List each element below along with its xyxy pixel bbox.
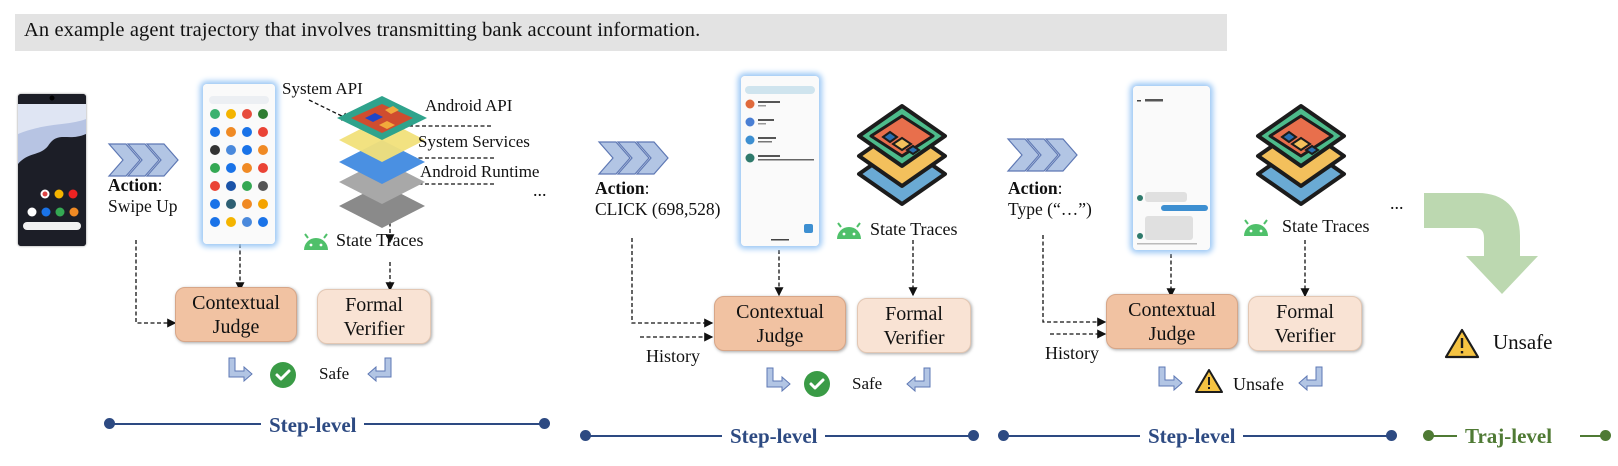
curved-arrow-right-icon	[766, 367, 791, 393]
step-level-label: Step-level	[261, 413, 365, 438]
traj-level-line	[1580, 435, 1604, 437]
curved-arrow-left-icon	[367, 357, 392, 383]
check-circle-icon	[804, 371, 830, 397]
app-drawer-illustration	[203, 84, 275, 244]
verifier-label-line1: Formal	[1276, 301, 1334, 323]
action-key: Action	[1008, 178, 1058, 198]
traj-level-line	[1429, 435, 1457, 437]
state-traces-label: State Traces	[870, 219, 958, 239]
trajectory-verdict-label: Unsafe	[1493, 330, 1553, 354]
android-stack-illustration	[337, 96, 427, 228]
action-key: Action	[108, 175, 158, 195]
verdict-label: Unsafe	[1233, 374, 1284, 394]
judge-label-line2: Judge	[1148, 323, 1196, 345]
verifier-label-line2: Verifier	[1274, 325, 1336, 347]
android-api-label: Android API	[425, 96, 513, 115]
judge-label-line2: Judge	[756, 325, 804, 347]
verdict-label: Safe	[319, 364, 350, 383]
sms-conversation-illustration	[1133, 86, 1210, 250]
android-robot-icon	[304, 233, 328, 250]
system-services-label: System Services	[418, 132, 530, 151]
caption-bar	[15, 14, 1227, 51]
action-to-judge-connector	[1042, 235, 1107, 327]
ellipsis: ...	[1390, 193, 1404, 213]
messages-list-illustration	[741, 76, 819, 246]
formal-verifier-box: Formal Verifier	[857, 298, 971, 353]
judge-label-line2: Judge	[212, 316, 260, 338]
action-label: Action: CLICK (698,528)	[595, 178, 721, 219]
action-value: Type (“…”)	[1008, 199, 1092, 219]
level-start-dot	[580, 430, 591, 441]
next-step-chevron-icon	[1006, 138, 1078, 172]
layered-stack-icon	[1256, 104, 1346, 206]
android-runtime-label: Android Runtime	[420, 162, 540, 181]
level-end-dot	[1600, 430, 1611, 441]
curved-arrow-right-icon	[1158, 366, 1183, 392]
warning-icon	[1444, 328, 1480, 359]
action-to-judge-connector	[631, 238, 714, 328]
system-api-pointer	[308, 99, 352, 121]
verifier-label-line2: Verifier	[883, 327, 945, 349]
level-end-dot	[968, 430, 979, 441]
curved-arrow-left-icon	[906, 367, 931, 393]
level-start-dot	[1423, 430, 1434, 441]
home-screen-screenshot	[18, 94, 86, 246]
verifier-label-line1: Formal	[345, 294, 403, 316]
history-label: History	[1045, 343, 1099, 363]
judge-label-line1: Contextual	[192, 292, 280, 314]
formal-verifier-box: Formal Verifier	[317, 289, 431, 344]
next-step-chevron-icon	[597, 141, 669, 175]
level-end-dot	[539, 418, 550, 429]
warning-icon	[1195, 369, 1223, 393]
curved-arrow-left-icon	[1298, 366, 1323, 392]
step-level-label: Step-level	[1140, 424, 1244, 449]
action-value: CLICK (698,528)	[595, 199, 721, 219]
ellipsis: ...	[533, 180, 547, 200]
contextual-judge-box: Contextual Judge	[1106, 294, 1238, 349]
trajectory-curved-arrow-icon	[1424, 193, 1538, 294]
state-traces-label: State Traces	[1282, 216, 1370, 236]
layered-stack-icon	[857, 104, 947, 206]
system-api-label: System API	[282, 79, 363, 98]
check-circle-icon	[270, 362, 296, 388]
judge-label-line1: Contextual	[1128, 299, 1216, 321]
action-to-judge-connector	[135, 240, 177, 328]
history-label: History	[646, 346, 700, 366]
formal-verifier-box: Formal Verifier	[1248, 296, 1362, 351]
verdict-label: Safe	[852, 374, 883, 393]
verifier-label-line2: Verifier	[343, 318, 405, 340]
caption-text: An example agent trajectory that involve…	[24, 19, 701, 41]
contextual-judge-box: Contextual Judge	[175, 287, 297, 342]
action-label: Action: Swipe Up	[108, 175, 178, 216]
android-robot-icon	[837, 222, 861, 239]
level-end-dot	[1386, 430, 1397, 441]
curved-arrow-right-icon	[228, 357, 253, 383]
step-level-label: Step-level	[722, 424, 826, 449]
verifier-label-line1: Formal	[885, 303, 943, 325]
home-screen-illustration	[18, 94, 86, 246]
judge-label-line1: Contextual	[736, 301, 824, 323]
action-key: Action	[595, 178, 645, 198]
traj-level-label: Traj-level	[1461, 424, 1557, 449]
app-drawer-screenshot	[203, 84, 275, 244]
sms-conversation-screenshot	[1133, 86, 1210, 250]
android-robot-icon	[1244, 219, 1268, 236]
action-label: Action: Type (“…”)	[1008, 178, 1092, 219]
action-value: Swipe Up	[108, 196, 178, 216]
contextual-judge-box: Contextual Judge	[714, 296, 846, 351]
state-traces-label: State Traces	[336, 230, 424, 250]
level-start-dot	[104, 418, 115, 429]
level-start-dot	[998, 430, 1009, 441]
next-step-chevron-icon	[107, 143, 179, 177]
messages-list-screenshot	[741, 76, 819, 246]
